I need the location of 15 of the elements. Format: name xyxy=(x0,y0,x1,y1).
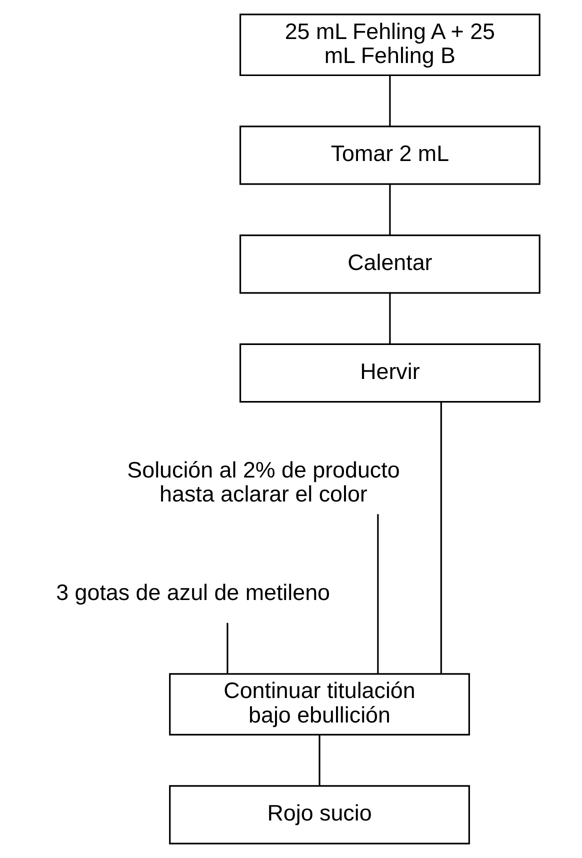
connector xyxy=(388,293,390,344)
node-box: Tomar 2 mL xyxy=(238,126,540,185)
node-box: Calentar xyxy=(238,234,540,294)
node-text: Solución al 2% de producto hasta aclarar el color xyxy=(126,457,400,506)
connector xyxy=(376,514,378,674)
connector xyxy=(226,622,228,674)
node-box: Continuar titulación bajo ebullición xyxy=(168,673,470,736)
node-box: Rojo sucio xyxy=(168,785,470,844)
connector xyxy=(440,402,442,674)
connector xyxy=(388,76,390,126)
connector xyxy=(388,184,390,235)
connector xyxy=(318,735,320,786)
node-box: Hervir xyxy=(238,343,540,403)
node-text: 3 gotas de azul de metileno xyxy=(56,580,330,605)
node-box: 25 mL Fehling A + 25 mL Fehling B xyxy=(238,14,540,76)
